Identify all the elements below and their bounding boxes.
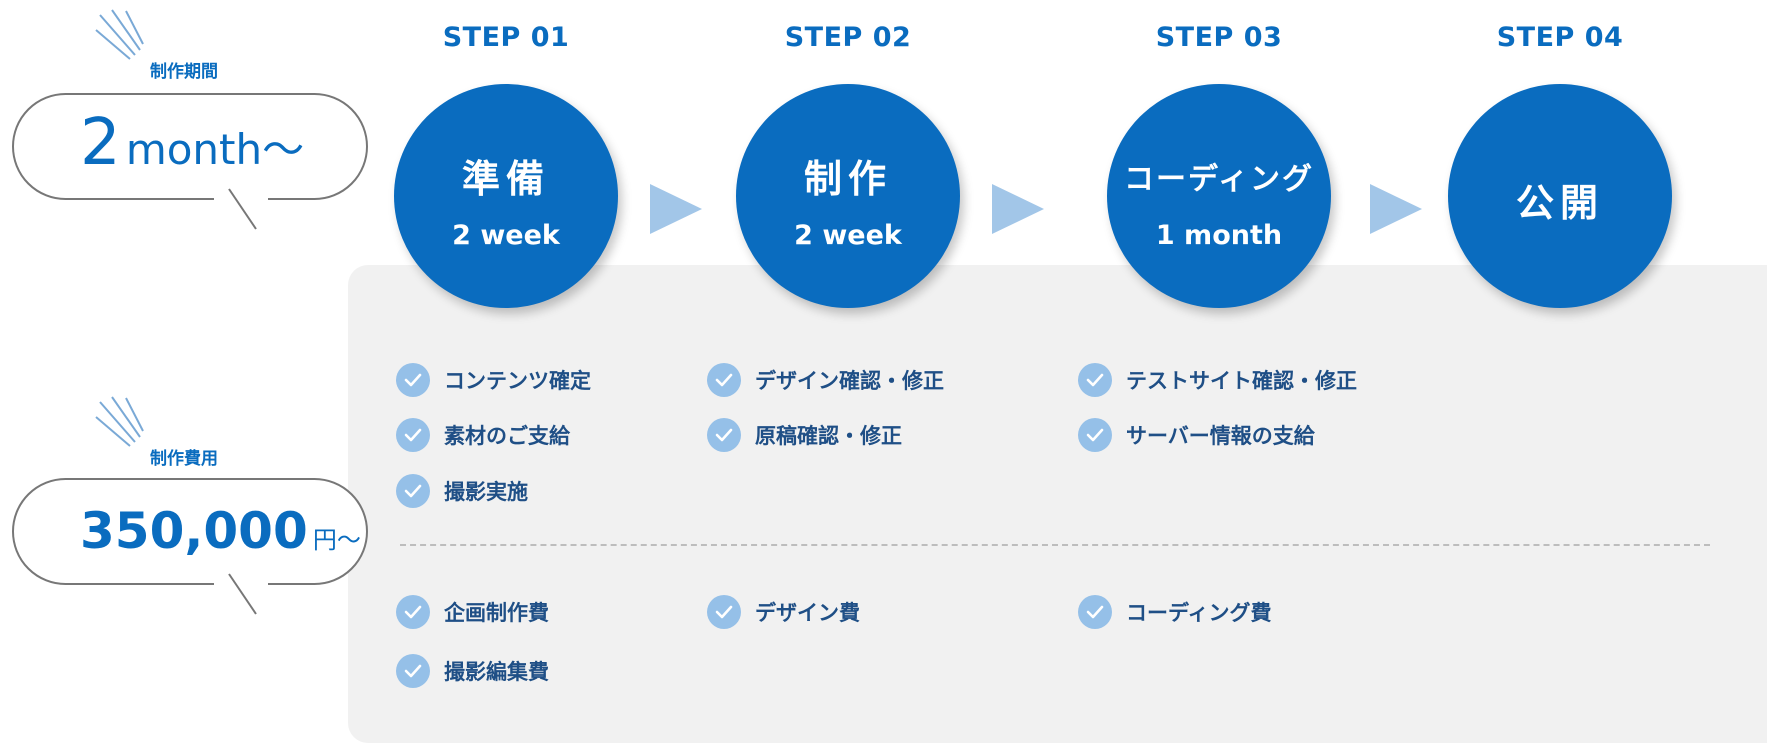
check-circle-icon: [396, 363, 430, 397]
arrow-icon: [992, 184, 1044, 234]
cost-bubble: [12, 478, 368, 586]
task-item-label: 原稿確認・修正: [755, 424, 902, 448]
arrow-icon: [1370, 184, 1422, 234]
step-title-2: 制作: [803, 157, 892, 201]
check-circle-icon: [1078, 363, 1112, 397]
task-item-label: 撮影実施: [444, 480, 528, 504]
bubble-tail: [228, 188, 257, 230]
step-circle-1: 準備 2 week: [394, 84, 618, 308]
task-item: デザイン確認・修正: [707, 363, 944, 397]
step-duration-1: 2 week: [452, 220, 560, 251]
check-circle-icon: [396, 418, 430, 452]
step-circle-2: 制作 2 week: [736, 84, 960, 308]
step-circle-4: 公開: [1448, 84, 1672, 308]
bubble-tail: [228, 573, 257, 615]
fee-item: デザイン費: [707, 595, 860, 629]
check-circle-icon: [1078, 418, 1112, 452]
period-unit: month〜: [125, 125, 305, 174]
period-bubble: [12, 93, 368, 201]
check-circle-icon: [396, 595, 430, 629]
fee-item-label: コーディング費: [1126, 601, 1272, 625]
task-item: 素材のご支給: [396, 418, 570, 452]
dashed-divider: [400, 544, 1710, 546]
task-item: サーバー情報の支給: [1078, 418, 1315, 452]
fee-item-label: 企画制作費: [444, 601, 549, 625]
emphasis-lines-icon: [95, 396, 144, 447]
check-circle-icon: [707, 595, 741, 629]
check-circle-icon: [1078, 595, 1112, 629]
fee-item: 撮影編集費: [396, 654, 549, 688]
task-item-label: テストサイト確認・修正: [1126, 369, 1357, 393]
check-circle-icon: [707, 363, 741, 397]
cost-value: 350,000 円〜: [80, 502, 361, 560]
emphasis-lines-icon: [95, 9, 144, 60]
step-duration-3: 1 month: [1155, 220, 1283, 251]
step-title-4: 公開: [1515, 181, 1604, 225]
check-circle-icon: [396, 654, 430, 688]
cost-unit: 円〜: [312, 526, 361, 554]
check-circle-icon: [707, 418, 741, 452]
fee-item: コーディング費: [1078, 595, 1272, 629]
task-item-label: デザイン確認・修正: [755, 369, 944, 393]
cost-number: 350,000: [80, 502, 308, 560]
task-item: 撮影実施: [396, 474, 528, 508]
step-label-3: STEP 03: [1155, 22, 1283, 53]
fee-item-label: デザイン費: [755, 601, 860, 625]
task-item-label: 素材のご支給: [444, 424, 570, 448]
step-title-3: コーディング: [1124, 162, 1314, 197]
step-label-4: STEP 04: [1496, 22, 1624, 53]
period-number: 2: [80, 106, 121, 180]
details-panel: [348, 265, 1767, 743]
step-label-2: STEP 02: [784, 22, 912, 53]
task-item: コンテンツ確定: [396, 363, 591, 397]
step-label-1: STEP 01: [442, 22, 570, 53]
cost-caption: 制作費用: [150, 449, 218, 469]
step-title-1: 準備: [461, 157, 550, 201]
period-value: 2 month〜: [80, 106, 304, 180]
task-item: テストサイト確認・修正: [1078, 363, 1357, 397]
arrow-icon: [650, 184, 702, 234]
task-item-label: コンテンツ確定: [444, 369, 591, 393]
fee-item-label: 撮影編集費: [444, 660, 549, 684]
period-caption: 制作期間: [150, 62, 218, 82]
step-duration-2: 2 week: [794, 220, 902, 251]
fee-item: 企画制作費: [396, 595, 549, 629]
check-circle-icon: [396, 474, 430, 508]
task-item-label: サーバー情報の支給: [1126, 424, 1315, 448]
task-item: 原稿確認・修正: [707, 418, 902, 452]
step-circle-3: コーディング 1 month: [1107, 84, 1331, 308]
